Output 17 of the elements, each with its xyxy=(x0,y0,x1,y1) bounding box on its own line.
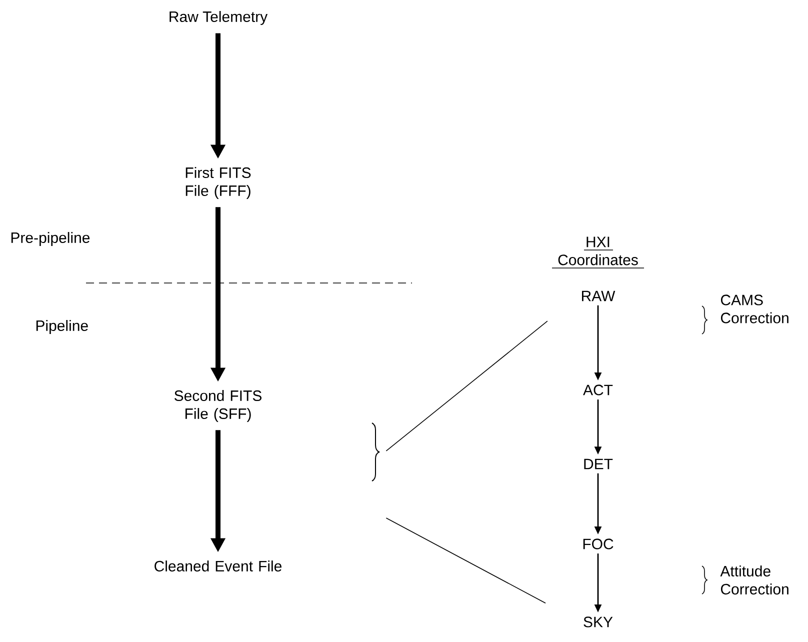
brace xyxy=(372,422,380,482)
connector-line xyxy=(386,518,546,604)
coordinate-label: RAW xyxy=(582,290,616,302)
stage-label: Cleaned Event File xyxy=(154,560,282,572)
correction-label: CAMS Correction xyxy=(720,294,788,324)
correction-label: Attitude Correction xyxy=(720,565,788,594)
stage-label: Raw Telemetry xyxy=(170,11,268,25)
stage-label: Second FITS File (SFF) xyxy=(174,390,262,422)
coordinate-label: FOC xyxy=(583,538,614,550)
stage-label: First FITS File (FFF) xyxy=(186,167,251,199)
section-label: Pre-pipeline xyxy=(11,232,90,246)
connector-line xyxy=(386,320,548,452)
coordinate-label: SKY xyxy=(584,616,613,628)
coordinate-label: ACT xyxy=(583,384,613,396)
section-label: Pipeline xyxy=(36,320,88,334)
coordinate-label: DET xyxy=(584,458,613,470)
heading: HXI Coordinates xyxy=(552,236,644,268)
